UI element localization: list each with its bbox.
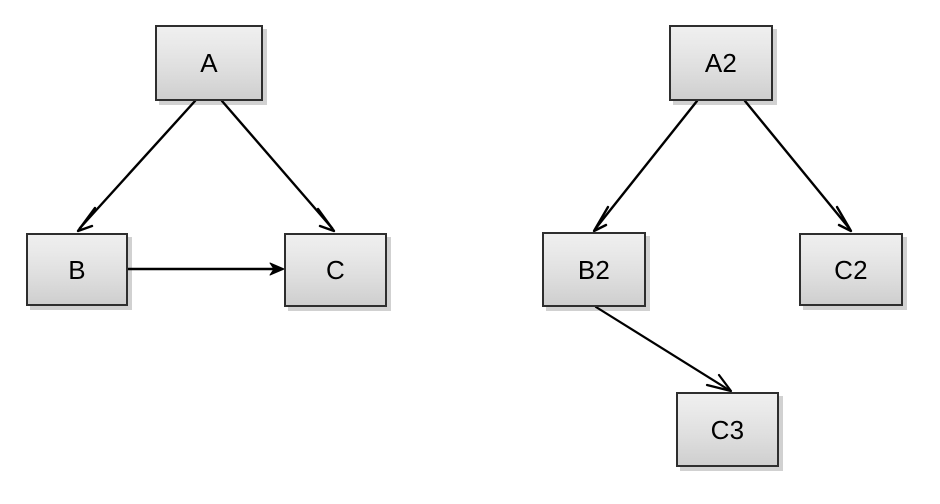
node-a[interactable]: A <box>155 25 263 101</box>
node-b2[interactable]: B2 <box>542 232 646 307</box>
edge-b-to-c[interactable] <box>128 262 285 276</box>
node-c[interactable]: C <box>284 233 387 307</box>
node-b2-label: B2 <box>577 254 611 285</box>
node-c2[interactable]: C2 <box>799 233 903 306</box>
node-c3[interactable]: C3 <box>676 392 779 467</box>
edge-a2-to-c2[interactable] <box>743 99 853 233</box>
node-a-label: A <box>200 48 218 78</box>
edge-a-to-b[interactable] <box>76 99 197 233</box>
node-b-label: B <box>68 254 86 285</box>
node-c2-label: C2 <box>834 254 868 285</box>
node-c3-label: C3 <box>710 414 745 445</box>
node-c-label: C <box>326 255 345 285</box>
node-b[interactable]: B <box>26 233 128 306</box>
edge-a2-to-b2[interactable] <box>592 99 699 233</box>
edge-b2-to-c3[interactable] <box>594 305 733 393</box>
node-a2-label: A2 <box>704 48 738 78</box>
edge-a-to-c[interactable] <box>220 99 336 233</box>
node-a2[interactable]: A2 <box>669 25 773 101</box>
